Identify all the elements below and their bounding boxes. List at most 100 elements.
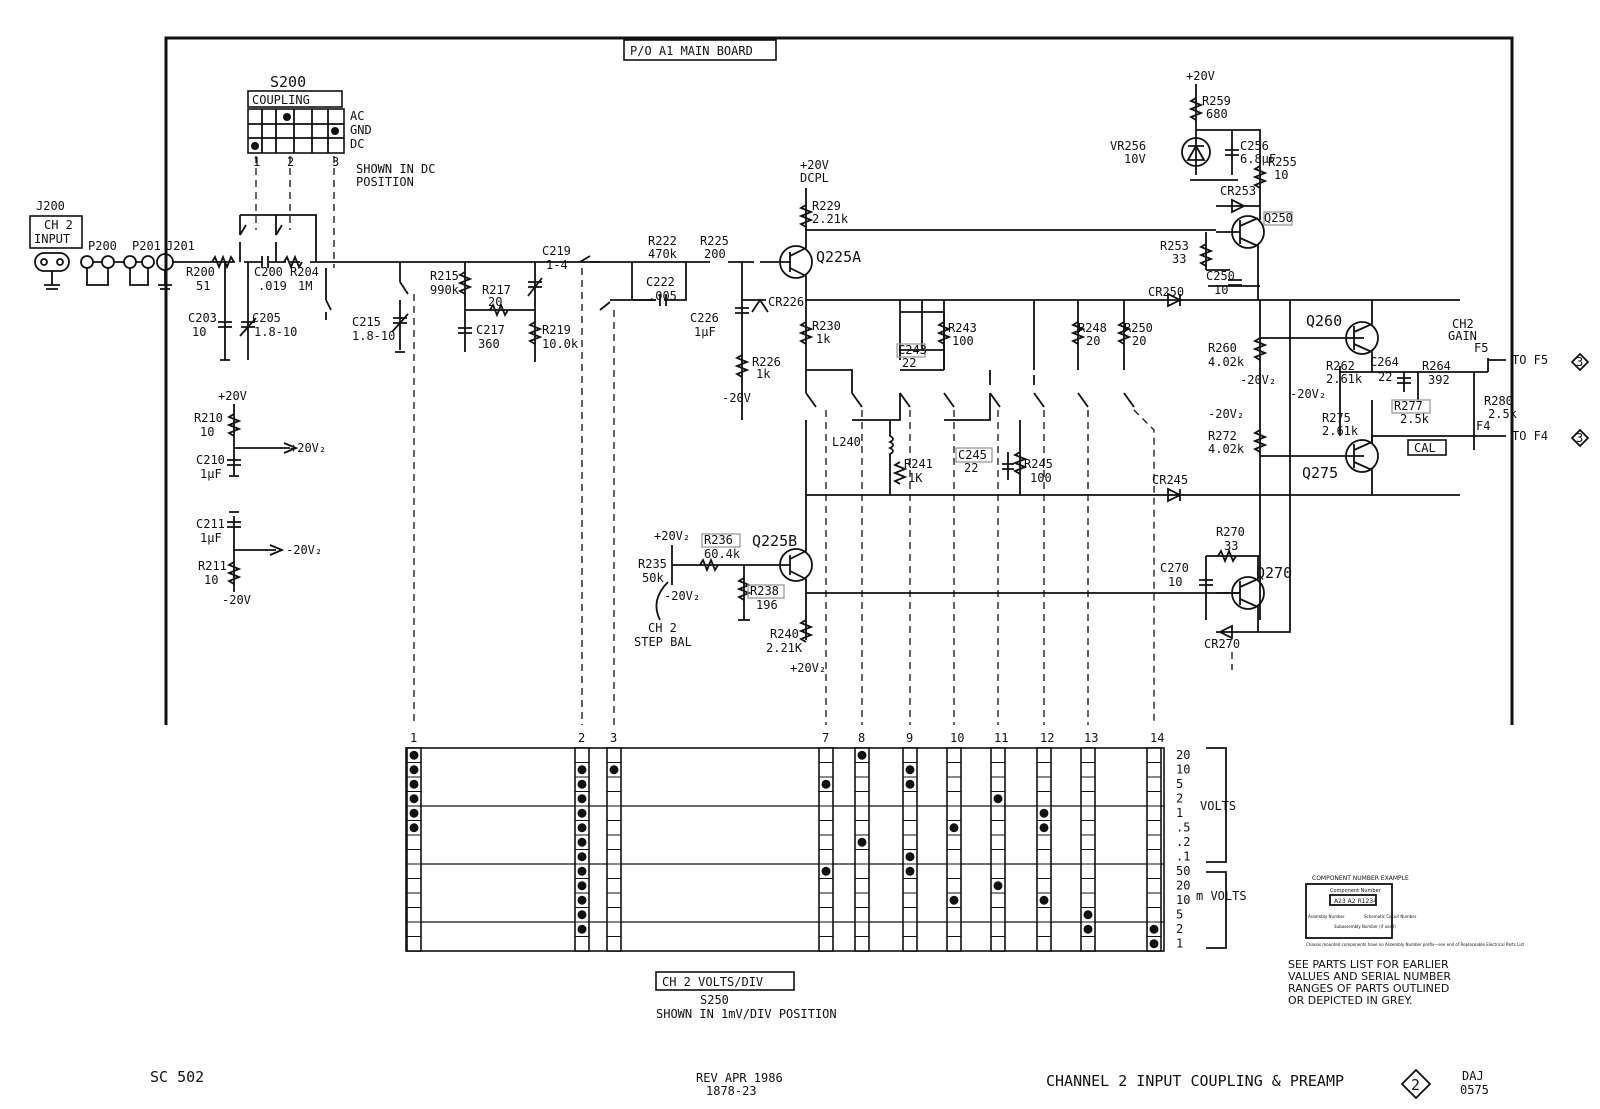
example-schematic: Schematic Circuit Number — [1364, 914, 1417, 919]
r245-label: R245 — [1024, 457, 1053, 471]
footer-title: CHANNEL 2 INPUT COUPLING & PREAMP — [1046, 1072, 1344, 1090]
switch-contact-dot — [949, 895, 959, 905]
r264-label: R264 — [1422, 359, 1451, 373]
range-label: .2 — [1176, 835, 1190, 849]
range-label: 2 — [1176, 792, 1183, 806]
c270-value: 10 — [1168, 575, 1182, 589]
switch-contact-dot — [409, 765, 419, 775]
r255-label: R255 — [1268, 155, 1297, 169]
cr253-label: CR253 — [1220, 184, 1256, 198]
r219-value: 10.0k — [542, 337, 579, 351]
input-label-2: INPUT — [34, 232, 70, 246]
example-subassembly: Subassembly Number (if used) — [1334, 924, 1396, 929]
r235-value: 50k — [642, 571, 664, 585]
range-label: 20 — [1176, 748, 1190, 762]
r235-label: R235 — [638, 557, 667, 571]
r280-label: R280 — [1484, 394, 1513, 408]
switch-contact-dot — [577, 924, 587, 934]
q260-transistor-icon — [1345, 300, 1379, 366]
r259-label: R259 — [1202, 94, 1231, 108]
p20v-top: +20V — [1186, 69, 1215, 83]
r240-label: R240 — [770, 627, 799, 641]
range-label: 2 — [1176, 922, 1183, 936]
n20v2-c: -20V₂ — [1208, 407, 1244, 421]
range-label: 5 — [1176, 908, 1183, 922]
note-line-1: SEE PARTS LIST FOR EARLIER — [1288, 958, 1449, 971]
bnc-connector-icon — [34, 252, 70, 290]
switch-contact-dot — [1083, 924, 1093, 934]
switch-contact-dot — [993, 881, 1003, 891]
cr250-label: CR250 — [1148, 285, 1184, 299]
range-label: 50 — [1176, 864, 1190, 878]
coupling-col-3: 3 — [332, 155, 339, 169]
footer-code: 0575 — [1460, 1083, 1489, 1097]
r230-value: 1k — [816, 332, 831, 346]
footer-rev-2: 1878-23 — [706, 1084, 757, 1098]
r222-value: 470k — [648, 247, 678, 261]
c243-value: 22 — [902, 356, 916, 370]
switch-contact-dot — [409, 779, 419, 789]
range-label: 1 — [1176, 937, 1183, 951]
n20v2-b: -20V₂ — [1290, 387, 1326, 401]
r270-label: R270 — [1216, 525, 1245, 539]
r210-label: R210 — [194, 411, 223, 425]
r253-label: R253 — [1160, 239, 1189, 253]
switch-contact-dot — [577, 910, 587, 920]
switch-contact-dot — [577, 765, 587, 775]
switch-contact-dot — [905, 765, 915, 775]
r200-value: 51 — [196, 279, 210, 293]
footer-daj: DAJ — [1462, 1069, 1484, 1083]
q260-label: Q260 — [1306, 312, 1342, 330]
s250-label: S250 — [700, 993, 729, 1007]
switch-contact-dot — [1149, 939, 1159, 949]
r245-value: 100 — [1030, 471, 1052, 485]
r248-value: 20 — [1086, 334, 1100, 348]
coupling-switch-grid[interactable] — [247, 108, 345, 154]
n20v2-label: -20V₂ — [286, 543, 322, 557]
q275-label: Q275 — [1302, 464, 1338, 482]
switch-contact-dot — [577, 895, 587, 905]
stepbal-label: STEP BAL — [634, 635, 692, 649]
r241-value: 1K — [908, 471, 923, 485]
r236-label: R236 — [704, 533, 733, 547]
ch2-label: CH 2 — [648, 621, 677, 635]
switch-contact-dot — [905, 852, 915, 862]
r204-label: R204 — [290, 265, 319, 279]
c211-value: 1µF — [200, 531, 222, 545]
r238-value: 196 — [756, 598, 778, 612]
r211-value: 10 — [204, 573, 218, 587]
c203-label: C203 — [188, 311, 217, 325]
r243-value: 100 — [952, 334, 974, 348]
f5-label: F5 — [1474, 341, 1488, 355]
q250-transistor-icon — [1216, 215, 1265, 300]
f5-num: 3 — [1576, 355, 1583, 369]
to-f5: TO F5 — [1512, 353, 1548, 367]
switch-contact-dot — [409, 750, 419, 760]
r280-value: 2.5k — [1488, 407, 1518, 421]
c245-label: C245 — [958, 448, 987, 462]
switch-contact-dot — [1039, 895, 1049, 905]
f4-num: 3 — [1576, 431, 1583, 445]
r215-value: 990k — [430, 283, 460, 297]
c245-value: 22 — [964, 461, 978, 475]
r250-value: 20 — [1132, 334, 1146, 348]
switch-contact-dot — [577, 881, 587, 891]
c215-label: C215 — [352, 315, 381, 329]
cal-label: CAL — [1414, 441, 1436, 455]
switch-contact-dot — [949, 823, 959, 833]
p200-label: P200 — [88, 239, 117, 253]
r260-label: R260 — [1208, 341, 1237, 355]
p201-label: P201 — [132, 239, 161, 253]
r275-value: 2.61k — [1322, 424, 1359, 438]
switch-contact-dot — [409, 794, 419, 804]
ch2gain-2: GAIN — [1448, 329, 1477, 343]
switch-column-label: 12 — [1040, 731, 1054, 745]
cal-box — [1407, 439, 1447, 456]
example-note: Chassis mounted components have no Assem… — [1306, 942, 1525, 947]
c217-label: C217 — [476, 323, 505, 337]
r230-label: R230 — [812, 319, 841, 333]
c203-value: 10 — [192, 325, 206, 339]
r275-label: R275 — [1322, 411, 1351, 425]
